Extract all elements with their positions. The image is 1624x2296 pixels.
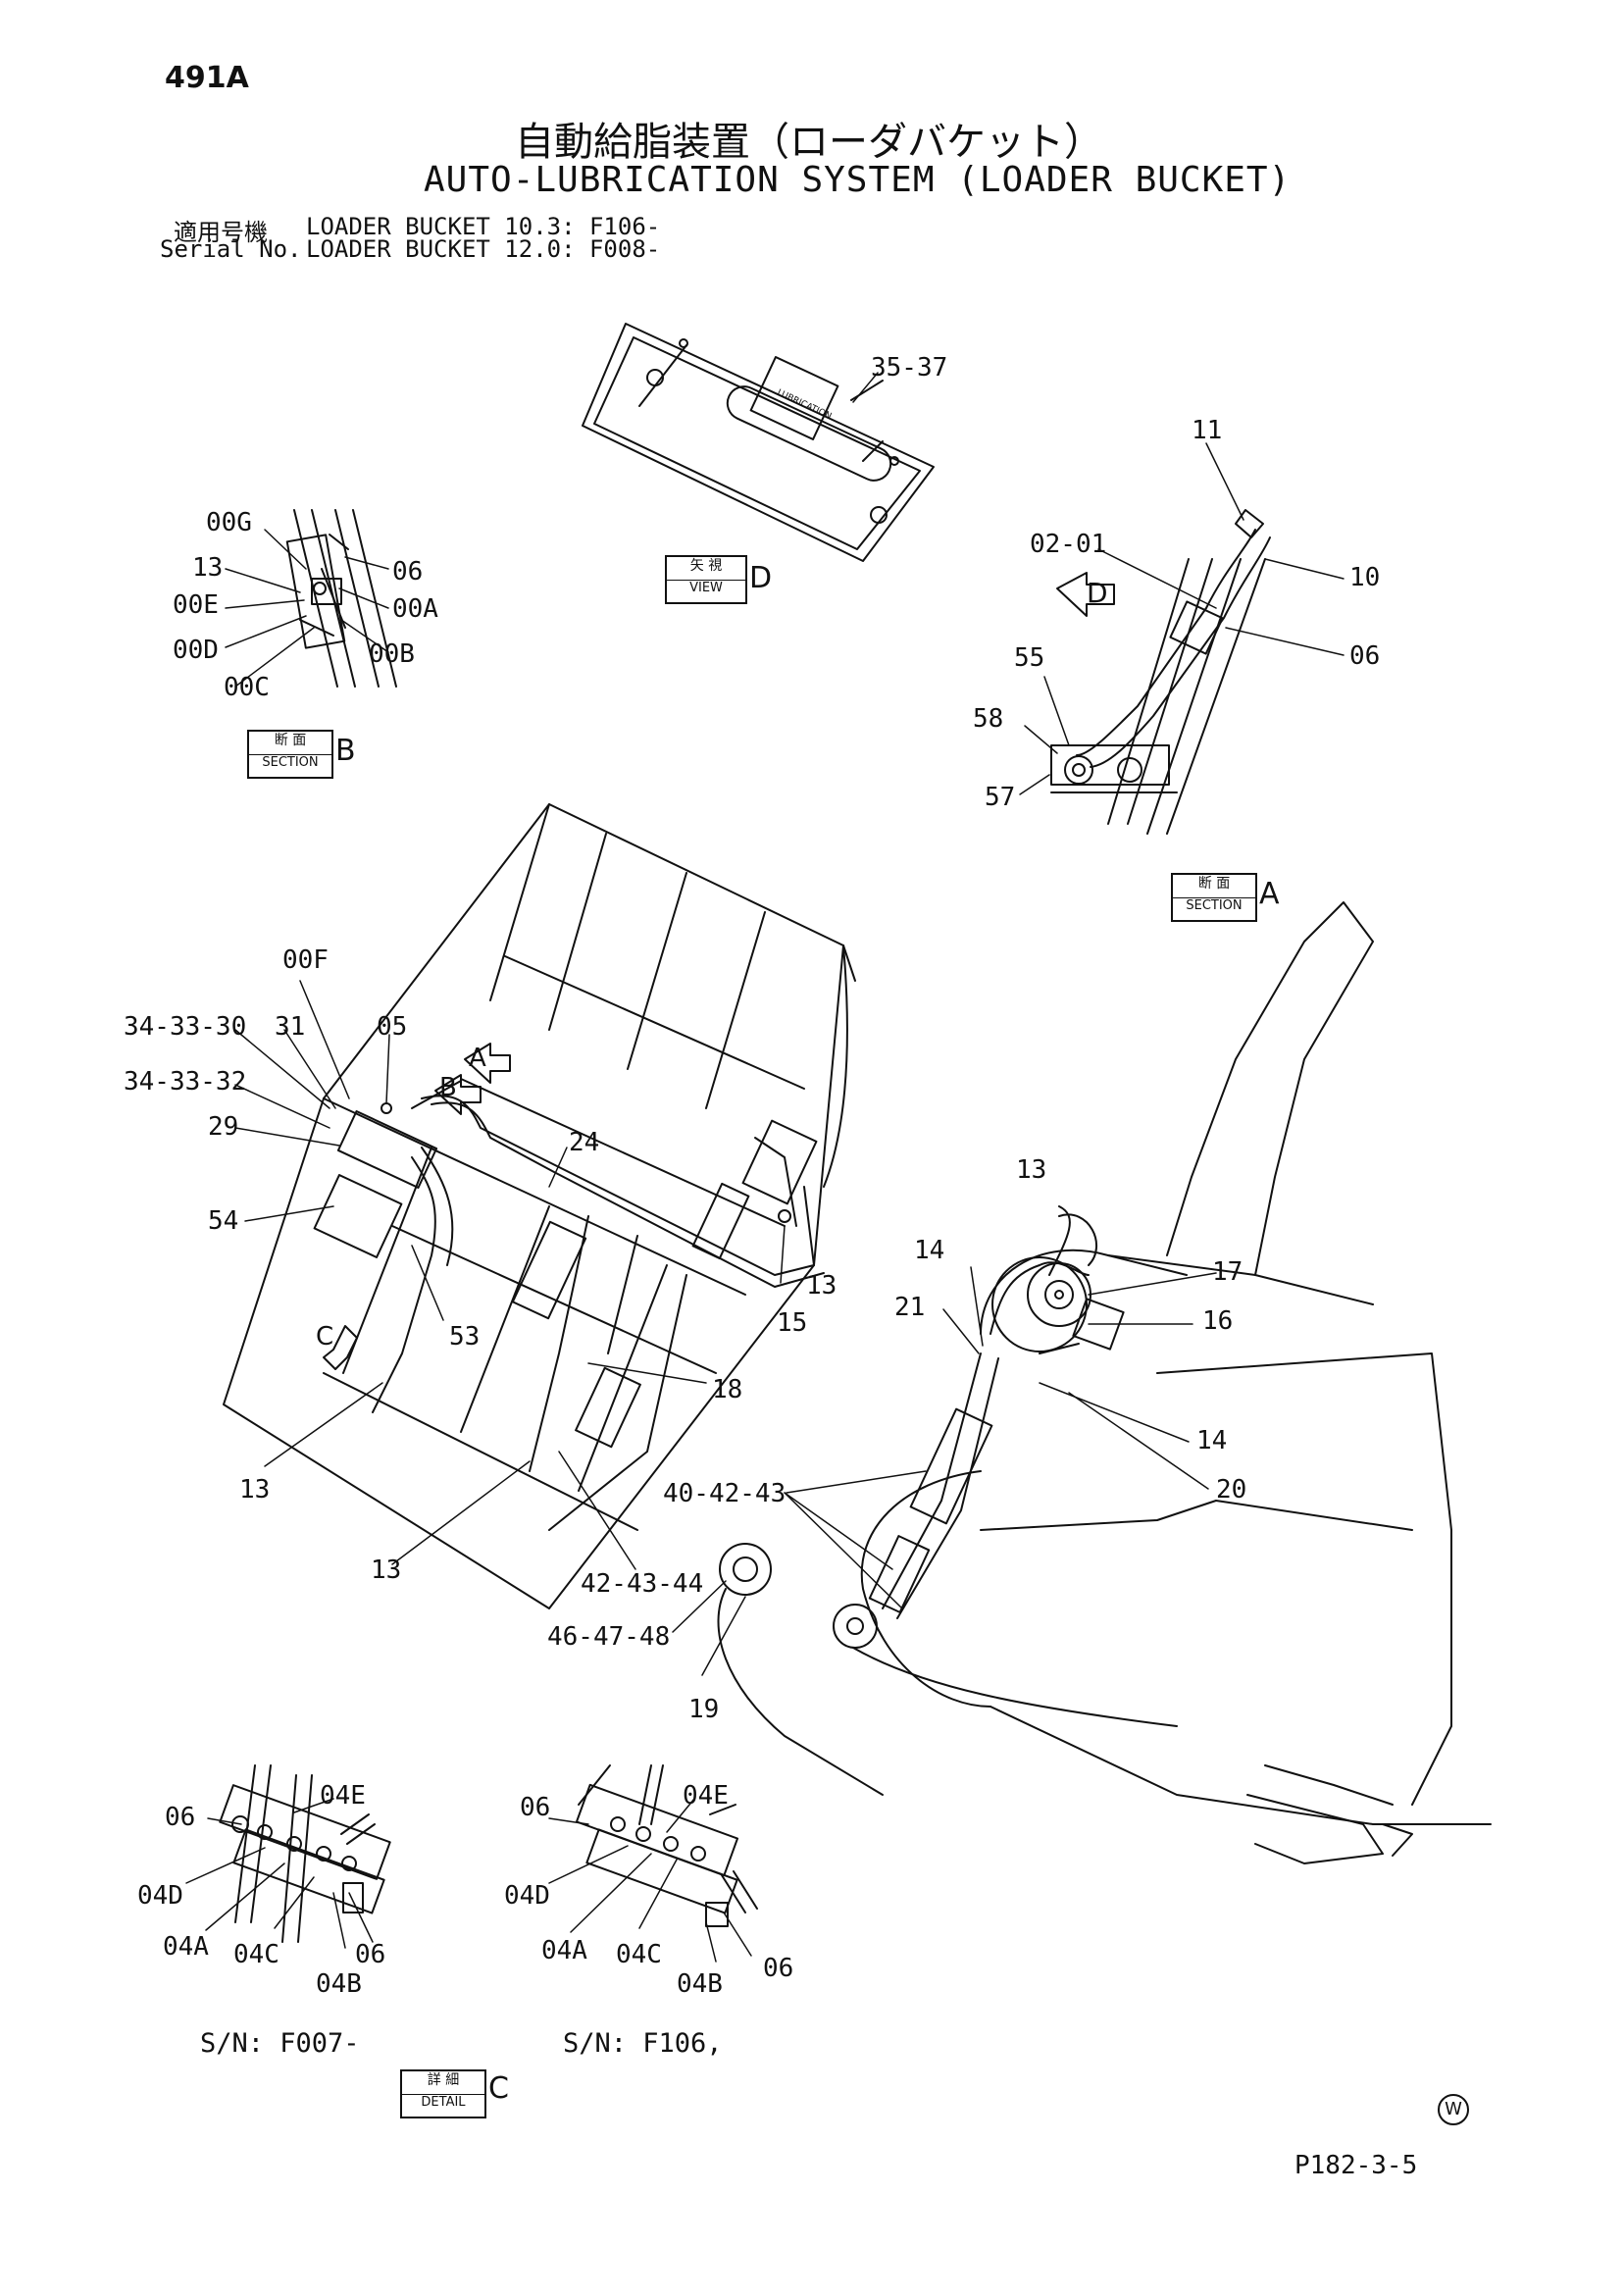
detail-right-callout-04C: 04C: [616, 1940, 662, 1969]
callout-21: 21: [894, 1293, 926, 1322]
detail-left-callout-04D: 04D: [137, 1881, 183, 1911]
callout-24: 24: [569, 1128, 600, 1157]
detail-c-tag-jp: 詳 細: [402, 2071, 484, 2095]
callout-34-33-32: 34-33-32: [124, 1067, 247, 1097]
callout-13-d: 13: [239, 1475, 271, 1505]
section-a-tag-en: SECTION: [1186, 898, 1243, 913]
detail-c-tag-letter: C: [488, 2071, 509, 2106]
callout-06-b: 06: [392, 557, 424, 587]
section-b-arrow-shape: [434, 1074, 482, 1115]
callout-54: 54: [208, 1206, 239, 1236]
callout-35-37: 35-37: [871, 353, 948, 383]
callout-57: 57: [985, 783, 1016, 812]
serial-line-2: LOADER BUCKET 12.0: F008-: [306, 235, 661, 263]
view-d-arrow-letter: D: [1087, 577, 1108, 609]
page-title-english: AUTO-LUBRICATION SYSTEM (LOADER BUCKET): [424, 160, 1292, 200]
callout-29: 29: [208, 1112, 239, 1142]
direction-arrows: [323, 572, 1115, 1370]
detail-left-callout-04A: 04A: [163, 1932, 209, 1962]
detail-left-callout-04E: 04E: [320, 1781, 366, 1811]
arrow-c-letter: C: [316, 1322, 334, 1352]
detail-c-tag-en: DETAIL: [421, 2095, 466, 2110]
section-a-tag-letter: A: [1259, 877, 1280, 911]
detail-left-callout-06-b: 06: [355, 1940, 386, 1969]
callout-02-01: 02-01: [1030, 530, 1107, 559]
view-d-tag-letter: D: [749, 561, 773, 595]
section-a-tag-jp: 断 面: [1173, 875, 1255, 898]
detail-c-tag: 詳 細 DETAIL: [400, 2069, 486, 2118]
detail-right-callout-04E: 04E: [683, 1781, 729, 1811]
callout-10: 10: [1349, 563, 1381, 592]
callout-05: 05: [377, 1012, 408, 1042]
section-b-tag-letter: B: [335, 734, 356, 768]
callout-46-47-48: 46-47-48: [547, 1622, 671, 1652]
callout-13-e: 13: [371, 1556, 402, 1585]
detail-left-callout-04C: 04C: [233, 1940, 279, 1969]
detail-right-callout-04B: 04B: [677, 1969, 723, 1999]
page-reference: P182-3-5: [1294, 2151, 1418, 2180]
view-d-tag: 矢 視 VIEW: [665, 555, 747, 604]
page-title-japanese: 自動給脂装置（ローダバケット）: [515, 120, 1103, 165]
callout-15: 15: [777, 1308, 808, 1338]
detail-c-right-drawing: [575, 1764, 758, 1927]
callout-00B: 00B: [369, 639, 415, 669]
serial-label-japanese: 適用号機: [174, 219, 268, 246]
bucket-frame-drawing: [223, 803, 856, 1609]
callout-11: 11: [1192, 416, 1223, 445]
view-d-tag-jp: 矢 視: [667, 557, 745, 581]
callout-06-a: 06: [1349, 641, 1381, 671]
section-b-tag-jp: 断 面: [249, 732, 331, 755]
leader-lines: [185, 372, 1345, 1963]
section-b-tag-en: SECTION: [262, 755, 319, 770]
callout-00C: 00C: [224, 673, 270, 702]
section-a-arrow-shape: [464, 1043, 511, 1084]
callout-31: 31: [275, 1012, 306, 1042]
detail-right-callout-06-b: 06: [763, 1954, 794, 1983]
callout-00E: 00E: [173, 590, 219, 620]
callout-55: 55: [1014, 643, 1045, 673]
callout-16: 16: [1202, 1306, 1234, 1336]
callout-42-43-44: 42-43-44: [581, 1569, 704, 1599]
linkage-drawing: [717, 901, 1492, 1864]
detail-left-callout-06-a: 06: [165, 1803, 196, 1832]
detail-left-callout-04B: 04B: [316, 1969, 362, 1999]
detail-c-arrow-shape: [323, 1325, 358, 1370]
callout-13-f: 13: [1016, 1155, 1047, 1185]
serial-note-right: S/N: F106,: [563, 2028, 723, 2059]
view-d-tag-en: VIEW: [689, 581, 723, 595]
callout-18: 18: [712, 1375, 743, 1404]
callout-34-33-30: 34-33-30: [124, 1012, 247, 1042]
callout-19: 19: [688, 1695, 720, 1724]
detail-right-callout-04A: 04A: [541, 1936, 587, 1965]
serial-note-left: S/N: F007-: [200, 2028, 360, 2059]
watermark-w-symbol: W: [1438, 2094, 1469, 2125]
callout-00A: 00A: [392, 594, 438, 624]
section-b-drawing: [285, 509, 397, 688]
callout-00F: 00F: [282, 945, 329, 975]
detail-right-callout-06-a: 06: [520, 1793, 551, 1822]
callout-53: 53: [449, 1322, 481, 1352]
serial-label-english: Serial No.: [160, 235, 302, 263]
callout-13-c: 13: [806, 1271, 837, 1301]
arrow-b-letter: B: [439, 1073, 457, 1102]
callout-13-b: 13: [192, 553, 224, 583]
section-a-tag: 断 面 SECTION: [1171, 873, 1257, 922]
callout-20: 20: [1216, 1475, 1247, 1505]
page-number: 491A: [165, 61, 249, 95]
callout-14-b: 14: [1196, 1426, 1228, 1455]
serial-line-1: LOADER BUCKET 10.3: F106-: [306, 213, 661, 240]
arrow-a-letter: A: [469, 1044, 486, 1073]
callout-40-42-43: 40-42-43: [663, 1479, 787, 1508]
section-b-tag: 断 面 SECTION: [247, 730, 333, 779]
callout-17: 17: [1212, 1257, 1243, 1287]
view-d-arrow-shape: [1056, 572, 1115, 617]
detail-right-callout-04D: 04D: [504, 1881, 550, 1911]
section-a-drawing: [1050, 509, 1271, 835]
callout-00D: 00D: [173, 636, 219, 665]
callout-14-a: 14: [914, 1236, 945, 1265]
callout-58: 58: [973, 704, 1004, 734]
callout-00G: 00G: [206, 508, 252, 537]
